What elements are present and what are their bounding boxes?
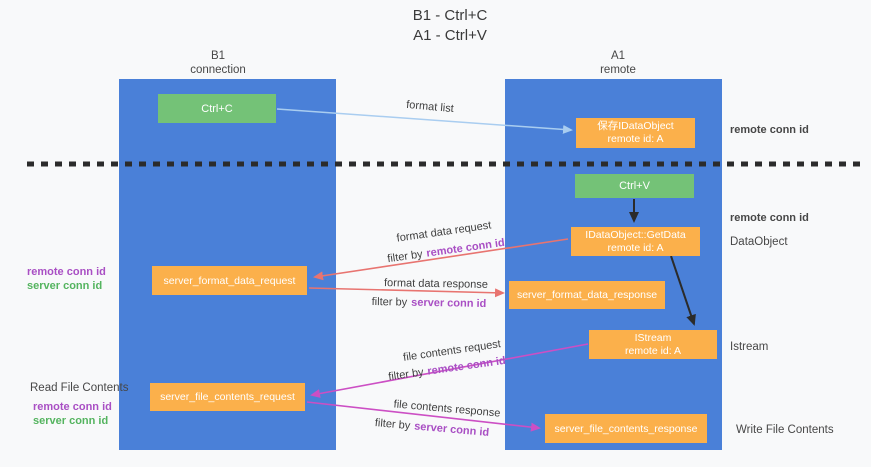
lane-a1-name: A1: [610, 50, 626, 62]
left-label-read-file-contents: Read File Contents: [30, 382, 129, 394]
node-ctrl-v-label: Ctrl+V: [619, 180, 650, 192]
node-save-idataobject-line2: remote id: A: [607, 133, 664, 145]
node-server-format-data-response: server_format_data_response: [509, 281, 665, 309]
node-server-file-contents-response: server_file_contents_response: [545, 414, 707, 443]
node-getdata: IDataObject::GetData remote id: A: [571, 227, 700, 256]
filter-by-text: filter by: [386, 248, 424, 266]
node-server-file-contents-response-label: server_file_contents_response: [554, 422, 698, 435]
label-file-contents-response: file contents response: [393, 398, 501, 420]
left-conn-id-pair-2: remote conn id server conn id: [33, 400, 112, 428]
lane-header-a1: A1 remote: [538, 49, 698, 77]
left-remote-conn-id-1: remote conn id: [27, 266, 106, 278]
node-getdata-line1: IDataObject::GetData: [585, 228, 686, 241]
right-remote-conn-id-1: remote conn id: [730, 124, 809, 136]
lane-b1-name: B1: [210, 50, 226, 62]
left-remote-conn-id-2: remote conn id: [33, 401, 112, 413]
lane-a1-subtitle: remote: [600, 64, 636, 76]
node-istream-line1: IStream: [634, 331, 672, 344]
node-server-format-data-response-label: server_format_data_response: [516, 289, 658, 301]
title-line-2: A1 - Ctrl+V: [413, 27, 487, 44]
node-save-idataobject-line1: 保存IDataObject: [597, 120, 674, 132]
label-format-data-response: format data response: [383, 277, 489, 291]
node-ctrl-c-label: Ctrl+C: [201, 102, 233, 115]
node-istream: IStream remote id: A: [589, 330, 717, 359]
node-ctrl-v: Ctrl+V: [575, 174, 694, 198]
remote-conn-id-text: remote conn id: [425, 236, 506, 260]
node-server-file-contents-request: server_file_contents_request: [150, 383, 305, 411]
lane-b1-subtitle: connection: [190, 64, 246, 76]
node-server-format-data-request-label: server_format_data_request: [163, 274, 296, 287]
right-label-write-file-contents: Write File Contents: [736, 424, 834, 436]
title-line-1: B1 - Ctrl+C: [412, 7, 488, 24]
node-getdata-line2: remote id: A: [607, 241, 664, 254]
filter-by-text: filter by: [371, 296, 408, 309]
filter-by-text: filter by: [387, 366, 425, 384]
left-server-conn-id-2: server conn id: [33, 415, 109, 427]
server-conn-id-text: server conn id: [411, 296, 487, 310]
label-format-list: format list: [405, 98, 455, 116]
right-label-istream: Istream: [730, 341, 769, 353]
node-istream-line2: remote id: A: [624, 344, 682, 357]
left-conn-id-pair-1: remote conn id server conn id: [27, 265, 106, 293]
node-server-format-data-request: server_format_data_request: [152, 266, 307, 295]
server-conn-id-text: server conn id: [413, 420, 490, 439]
left-server-conn-id-1: server conn id: [27, 280, 103, 292]
lane-header-b1: B1 connection: [138, 49, 298, 77]
right-remote-conn-id-2: remote conn id: [730, 212, 809, 224]
node-server-file-contents-request-label: server_file_contents_request: [160, 391, 295, 403]
node-ctrl-c: Ctrl+C: [158, 94, 276, 123]
filter-by-text: filter by: [374, 417, 411, 433]
node-save-idataobject: 保存IDataObject remote id: A: [576, 118, 695, 148]
diagram-title: B1 - Ctrl+C A1 - Ctrl+V: [330, 6, 570, 46]
right-label-dataobject: DataObject: [730, 236, 788, 248]
